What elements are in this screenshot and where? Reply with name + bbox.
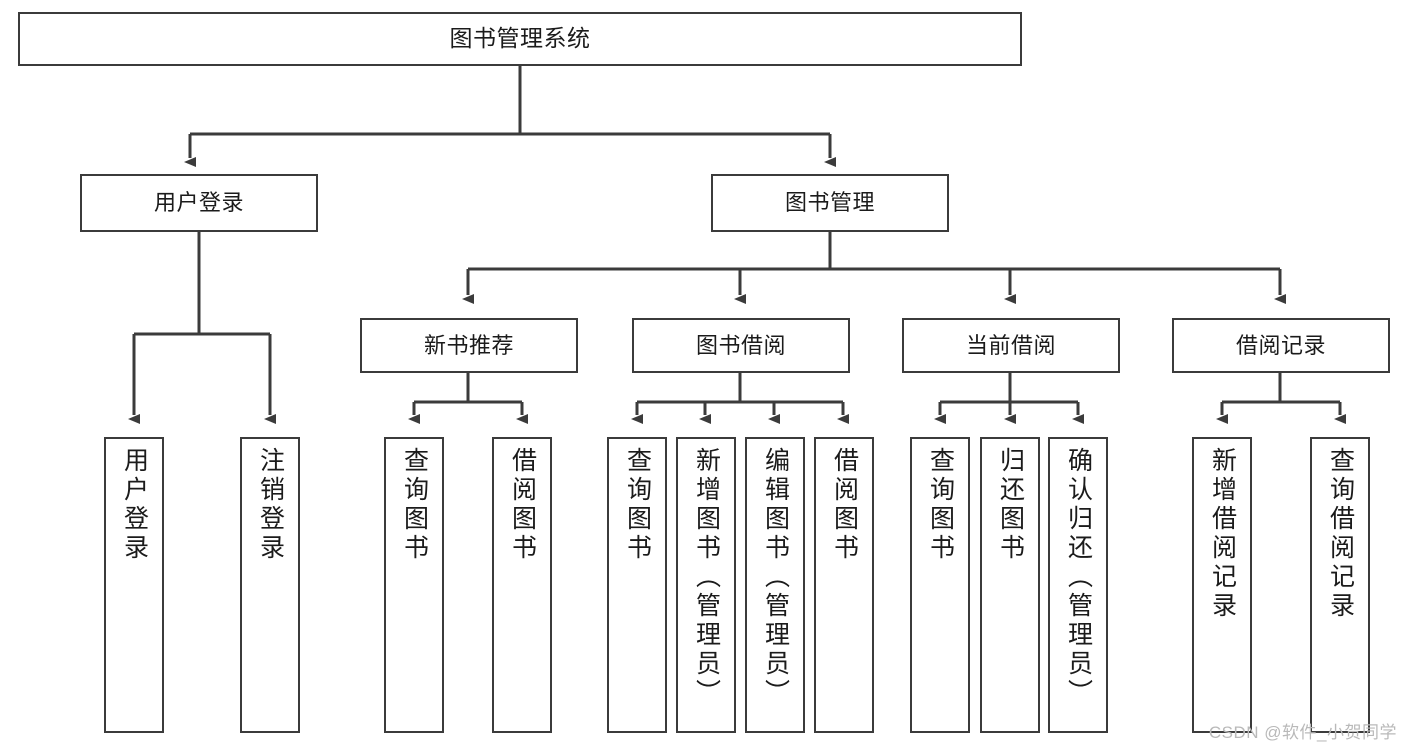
node-label: 归还图书 — [996, 447, 1025, 563]
node-label: 新增借阅记录 — [1208, 447, 1237, 621]
node-label: 用户登录 — [120, 447, 149, 563]
leaf-borrow-add-book[interactable]: 新增图书（管理员） — [676, 437, 736, 733]
node-label: 查询图书 — [926, 447, 955, 563]
node-label: 查询借阅记录 — [1326, 447, 1355, 621]
node-book-management[interactable]: 图书管理 — [711, 174, 949, 232]
node-label: 借阅记录 — [1235, 332, 1326, 358]
node-label: 借阅图书 — [830, 447, 859, 563]
node-user-login[interactable]: 用户登录 — [80, 174, 318, 232]
node-label: 新增图书（管理员） — [692, 447, 721, 708]
node-label: 借阅图书 — [508, 447, 537, 563]
leaf-current-confirm-return[interactable]: 确认归还（管理员） — [1048, 437, 1108, 733]
node-label: 确认归还（管理员） — [1064, 447, 1093, 708]
node-root-system[interactable]: 图书管理系统 — [18, 12, 1022, 66]
leaf-user-login-logout[interactable]: 注销登录 — [240, 437, 300, 733]
node-label: 查询图书 — [400, 447, 429, 563]
node-borrow-record[interactable]: 借阅记录 — [1172, 318, 1390, 373]
node-label: 图书借阅 — [695, 332, 786, 358]
leaf-current-return-book[interactable]: 归还图书 — [980, 437, 1040, 733]
leaf-record-query[interactable]: 查询借阅记录 — [1310, 437, 1370, 733]
node-label: 图书管理 — [784, 190, 875, 216]
node-label: 注销登录 — [256, 447, 285, 563]
leaf-borrow-query-book[interactable]: 查询图书 — [607, 437, 667, 733]
watermark: CSDN @软件_小贺同学 — [1208, 723, 1397, 742]
node-label: 图书管理系统 — [449, 25, 591, 52]
leaf-current-query-book[interactable]: 查询图书 — [910, 437, 970, 733]
node-label: 新书推荐 — [423, 332, 514, 358]
node-label: 编辑图书（管理员） — [761, 447, 790, 708]
leaf-user-login-login[interactable]: 用户登录 — [104, 437, 164, 733]
node-current-borrow[interactable]: 当前借阅 — [902, 318, 1120, 373]
leaf-borrow-edit-book[interactable]: 编辑图书（管理员） — [745, 437, 805, 733]
node-label: 用户登录 — [153, 190, 244, 216]
leaf-record-add[interactable]: 新增借阅记录 — [1192, 437, 1252, 733]
node-book-borrow[interactable]: 图书借阅 — [632, 318, 850, 373]
leaf-new-book-borrow[interactable]: 借阅图书 — [492, 437, 552, 733]
leaf-borrow-borrow-book[interactable]: 借阅图书 — [814, 437, 874, 733]
node-label: 查询图书 — [623, 447, 652, 563]
node-new-book-recommend[interactable]: 新书推荐 — [360, 318, 578, 373]
node-label: 当前借阅 — [965, 332, 1056, 358]
leaf-new-book-query[interactable]: 查询图书 — [384, 437, 444, 733]
